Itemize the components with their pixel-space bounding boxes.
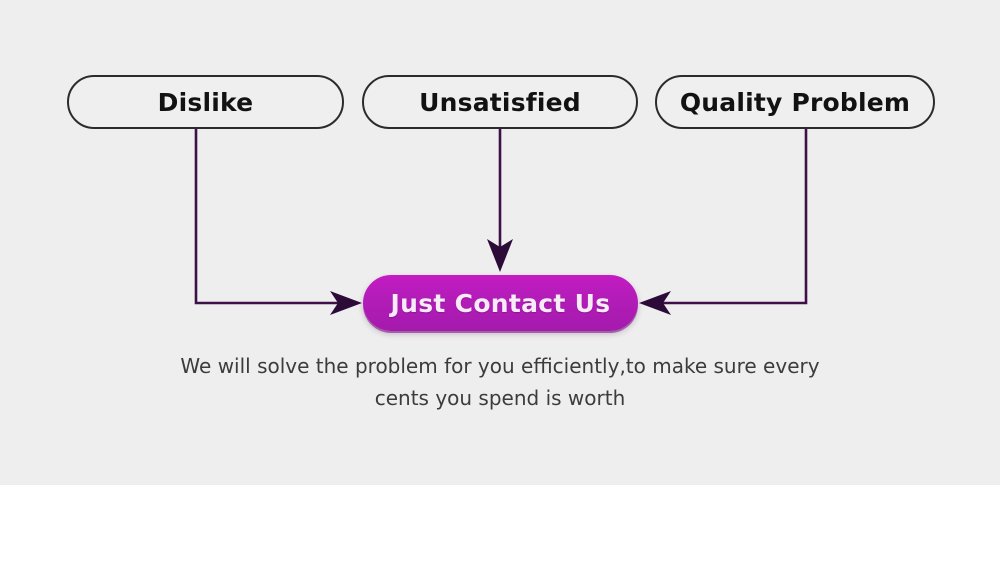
reason-box-quality-problem: Quality Problem: [655, 75, 935, 129]
caption-line-2: cents you spend is worth: [374, 386, 626, 410]
reason-label: Dislike: [157, 87, 254, 117]
reason-label: Unsatisfied: [419, 87, 581, 117]
reason-box-dislike: Dislike: [67, 75, 344, 129]
cta-label: Just Contact Us: [390, 288, 611, 318]
reason-label: Quality Problem: [679, 87, 911, 117]
just-contact-us-button[interactable]: Just Contact Us: [363, 275, 638, 331]
caption-line-1: We will solve the problem for you effici…: [180, 354, 820, 378]
caption-text: We will solve the problem for you effici…: [150, 350, 850, 414]
reason-box-unsatisfied: Unsatisfied: [362, 75, 638, 129]
